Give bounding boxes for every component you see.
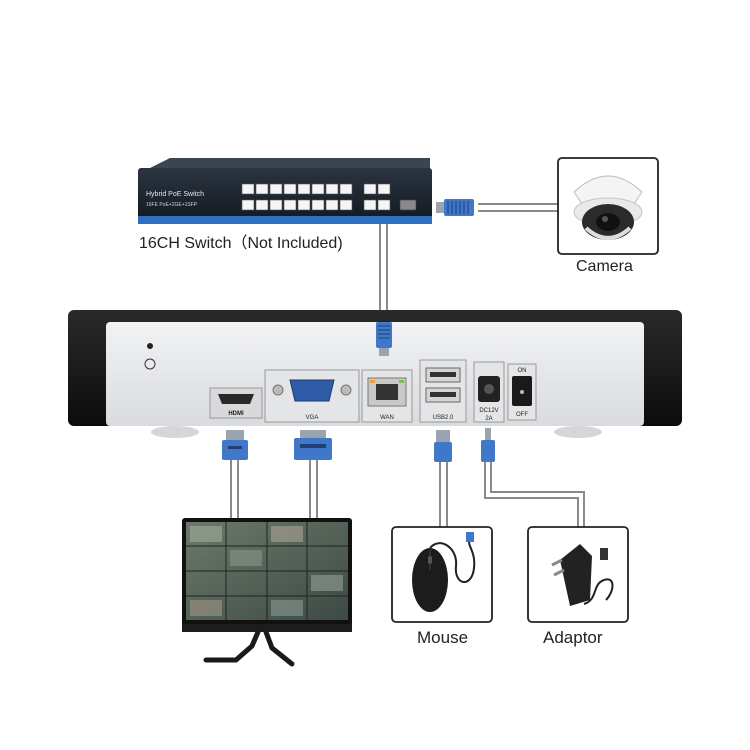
usb-connector-icon: [434, 430, 452, 462]
camera-box: [557, 157, 659, 255]
hdmi-port: HDMI: [209, 387, 263, 419]
power-switch: ON OFF: [507, 363, 537, 421]
dc-port-label: DC12V: [479, 408, 498, 414]
switch-label: 16CH Switch（Not Included): [139, 235, 343, 252]
adaptor-box: [527, 526, 629, 623]
adaptor-label: Adaptor: [543, 628, 603, 647]
vga-port-label: VGA: [306, 415, 319, 421]
dc-adaptor-cable: [484, 462, 579, 527]
vga-connector-icon: [294, 430, 332, 460]
usb-port-label: USB2.0: [433, 415, 454, 421]
usb-port: USB2.0: [419, 359, 467, 423]
monitor: [182, 518, 352, 667]
power-on-label: ON: [518, 368, 527, 374]
hdmi-port-label: HDMI: [228, 411, 244, 417]
dc-current-label: 2A: [485, 416, 492, 422]
poe-switch: Hybrid PoE Switch 16FE PoE+2GE+1SFP: [138, 158, 432, 224]
wan-port: WAN: [361, 369, 413, 423]
dc-power-port: DC12V 2A: [473, 361, 505, 423]
switch-brand-text: Hybrid PoE Switch: [146, 191, 204, 198]
mouse-box: [391, 526, 493, 623]
mouse-icon: [412, 532, 476, 612]
camera-feed-grid: [186, 522, 348, 620]
switch-spec-text: 16FE PoE+2GE+1SFP: [146, 202, 198, 208]
power-adaptor-icon: [551, 544, 614, 606]
dome-camera-icon: [573, 175, 643, 240]
ground-icon: [147, 343, 153, 349]
power-off-label: OFF: [516, 412, 528, 418]
rj45-connector-icon: [376, 322, 392, 356]
vga-port: VGA: [264, 369, 360, 423]
nvr-recorder: HDMI VGA WAN USB2.0: [68, 310, 682, 438]
cables: [230, 203, 585, 527]
camera-label: Camera: [576, 258, 633, 275]
rj45-connector-icon: [436, 199, 474, 216]
dc-plug-icon: [481, 428, 495, 462]
wan-port-label: WAN: [380, 415, 394, 421]
hdmi-connector-icon: [222, 430, 248, 460]
mouse-label: Mouse: [417, 628, 469, 647]
